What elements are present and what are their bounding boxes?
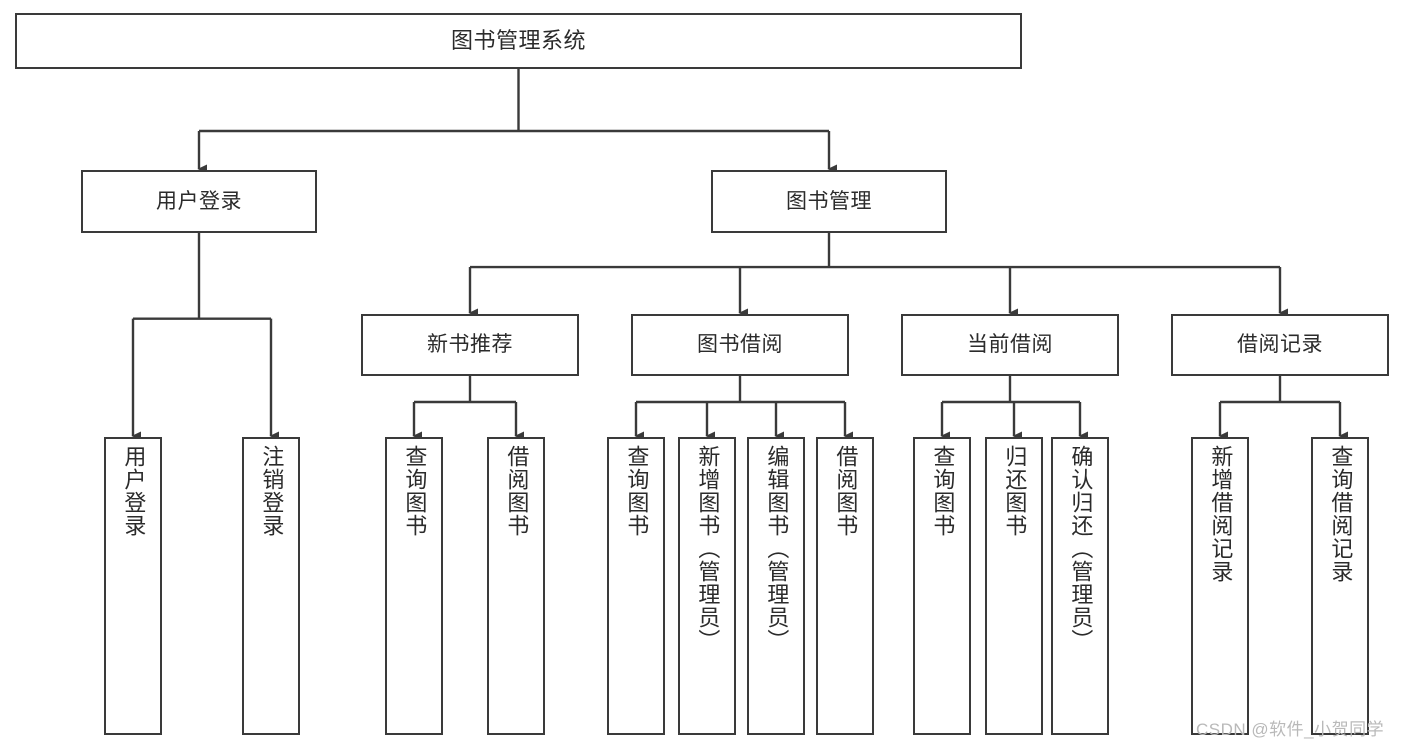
node-borrow-record[interactable]: 借阅记录 — [1171, 314, 1389, 376]
node-root[interactable]: 图书管理系统 — [15, 13, 1022, 69]
node-label-root: 图书管理系统 — [450, 27, 586, 53]
node-book-borrow[interactable]: 图书借阅 — [631, 314, 849, 376]
node-label-leaf-add-borrow-record: 新增借阅记录 — [1208, 445, 1234, 583]
node-label-leaf-edit-book-admin: 编辑图书（管理员） — [764, 445, 790, 652]
node-label-leaf-borrow-book-recommend: 借阅图书 — [504, 445, 530, 537]
node-label-leaf-confirm-return-admin: 确认归还（管理员） — [1068, 445, 1094, 652]
node-book-manage[interactable]: 图书管理 — [711, 170, 947, 233]
node-label-leaf-return-book: 归还图书 — [1002, 445, 1028, 537]
node-leaf-borrow-book-recommend[interactable]: 借阅图书 — [487, 437, 545, 735]
node-label-leaf-borrow-book: 借阅图书 — [833, 445, 859, 537]
node-leaf-confirm-return-admin[interactable]: 确认归还（管理员） — [1051, 437, 1109, 735]
node-label-book-borrow: 图书借阅 — [697, 333, 783, 357]
node-label-leaf-query-book-borrow: 查询图书 — [624, 445, 650, 537]
node-leaf-query-book-current[interactable]: 查询图书 — [913, 437, 971, 735]
node-leaf-query-borrow-record[interactable]: 查询借阅记录 — [1311, 437, 1369, 735]
node-leaf-query-book-recommend[interactable]: 查询图书 — [385, 437, 443, 735]
node-label-current-borrow: 当前借阅 — [967, 333, 1053, 357]
node-leaf-borrow-book[interactable]: 借阅图书 — [816, 437, 874, 735]
node-current-borrow[interactable]: 当前借阅 — [901, 314, 1119, 376]
node-leaf-query-book-borrow[interactable]: 查询图书 — [607, 437, 665, 735]
node-label-leaf-query-book-recommend: 查询图书 — [402, 445, 428, 537]
node-label-user-login: 用户登录 — [156, 189, 242, 213]
node-label-leaf-query-book-current: 查询图书 — [930, 445, 956, 537]
node-label-leaf-add-book-admin: 新增图书（管理员） — [695, 445, 721, 652]
node-leaf-add-book-admin[interactable]: 新增图书（管理员） — [678, 437, 736, 735]
node-leaf-user-logout[interactable]: 注销登录 — [242, 437, 300, 735]
node-label-leaf-user-logout: 注销登录 — [259, 445, 285, 537]
node-leaf-add-borrow-record[interactable]: 新增借阅记录 — [1191, 437, 1249, 735]
node-label-leaf-query-borrow-record: 查询借阅记录 — [1328, 445, 1354, 583]
node-leaf-return-book[interactable]: 归还图书 — [985, 437, 1043, 735]
node-label-new-book-recommend: 新书推荐 — [427, 333, 513, 357]
node-label-leaf-user-login: 用户登录 — [121, 445, 147, 537]
csdn-watermark: CSDN @软件_小贺同学 — [1196, 720, 1385, 739]
node-new-book-recommend[interactable]: 新书推荐 — [361, 314, 579, 376]
node-leaf-edit-book-admin[interactable]: 编辑图书（管理员） — [747, 437, 805, 735]
node-user-login[interactable]: 用户登录 — [81, 170, 317, 233]
node-label-borrow-record: 借阅记录 — [1237, 333, 1323, 357]
node-leaf-user-login[interactable]: 用户登录 — [104, 437, 162, 735]
node-label-book-manage: 图书管理 — [786, 189, 872, 213]
